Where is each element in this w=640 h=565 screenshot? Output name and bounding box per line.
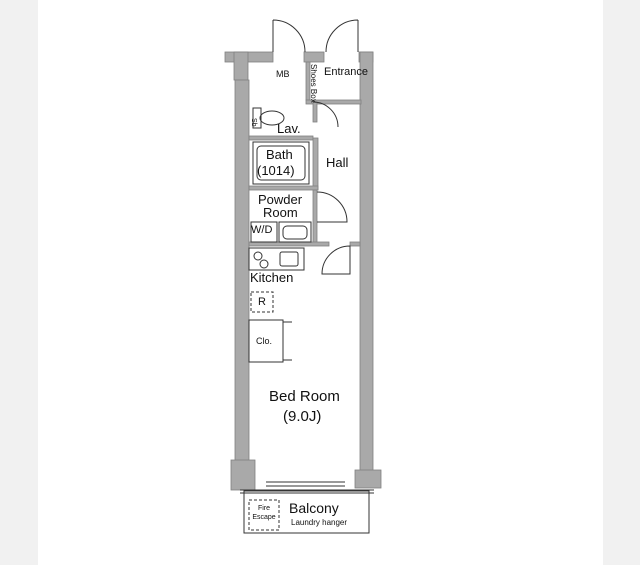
vanity-basin — [282, 225, 308, 240]
toilet-tank — [252, 107, 262, 129]
room-label-lav: Lav. — [277, 121, 301, 136]
wall-lav-right — [312, 101, 318, 123]
washer-pan — [250, 221, 278, 243]
vanity — [278, 221, 312, 243]
kitchen-sink — [279, 251, 299, 267]
closet-box — [248, 319, 284, 363]
room-label-mb: MB — [276, 69, 290, 79]
refrigerator-box — [250, 291, 274, 313]
wall-bath-right — [312, 137, 319, 191]
column-bottom-right — [354, 469, 382, 489]
wall-bath-bottom — [248, 185, 319, 191]
room-label-fire: Fire — [257, 505, 271, 512]
fire-escape-hatch — [248, 499, 280, 531]
floor-plan-sheet — [38, 0, 603, 565]
wall-under-entrance — [305, 99, 362, 105]
wall-powder-bottom — [248, 241, 330, 247]
bathtub-outer — [252, 141, 310, 185]
room-label-bedroom-size: (9.0J) — [283, 408, 322, 425]
room-label-sb: Sb — [250, 118, 257, 127]
room-label-hall: Hall — [326, 155, 349, 170]
room-label-bath: Bath — [266, 147, 293, 162]
wall-left — [234, 79, 250, 481]
bathtub-inner — [256, 145, 306, 181]
stove-burner — [259, 259, 269, 269]
door-mb — [272, 19, 306, 53]
door-powder — [316, 191, 348, 223]
wall-powder-right — [312, 189, 318, 245]
toilet-bowl — [259, 110, 285, 126]
wall-top-pillar — [233, 51, 249, 81]
column-bottom-left — [230, 459, 256, 491]
room-label-shoes-box: Shoes Box — [309, 64, 318, 103]
door-entrance — [325, 19, 359, 53]
kitchen-counter — [248, 247, 305, 271]
room-label-entrance: Entrance — [324, 66, 369, 78]
room-label-closet: Clo. — [256, 336, 273, 346]
room-label-refrigerator: R — [258, 296, 266, 308]
balcony-outline — [243, 490, 370, 534]
room-label-room: Room — [263, 205, 298, 220]
wall-hall-stub — [349, 241, 361, 247]
room-label-powder: Powder — [258, 192, 303, 207]
wall-lav-bottom — [248, 135, 314, 141]
room-label-balcony: Balcony — [289, 500, 339, 516]
room-label-escape: Escape — [252, 514, 276, 521]
room-label-laundry-hanger: Laundry hanger — [291, 518, 348, 527]
wall-top-left — [224, 51, 274, 63]
wall-top-entrance-mid — [303, 51, 325, 63]
stove-burner — [253, 251, 263, 261]
room-label-kitchen: Kitchen — [250, 270, 294, 285]
wall-right — [359, 51, 374, 481]
room-label-wd: W/D — [251, 224, 273, 236]
room-label-bath-size: (1014) — [257, 163, 295, 178]
room-label-bedroom: Bed Room — [269, 388, 340, 405]
door-lav — [312, 101, 339, 128]
door-bedroom — [321, 245, 351, 275]
